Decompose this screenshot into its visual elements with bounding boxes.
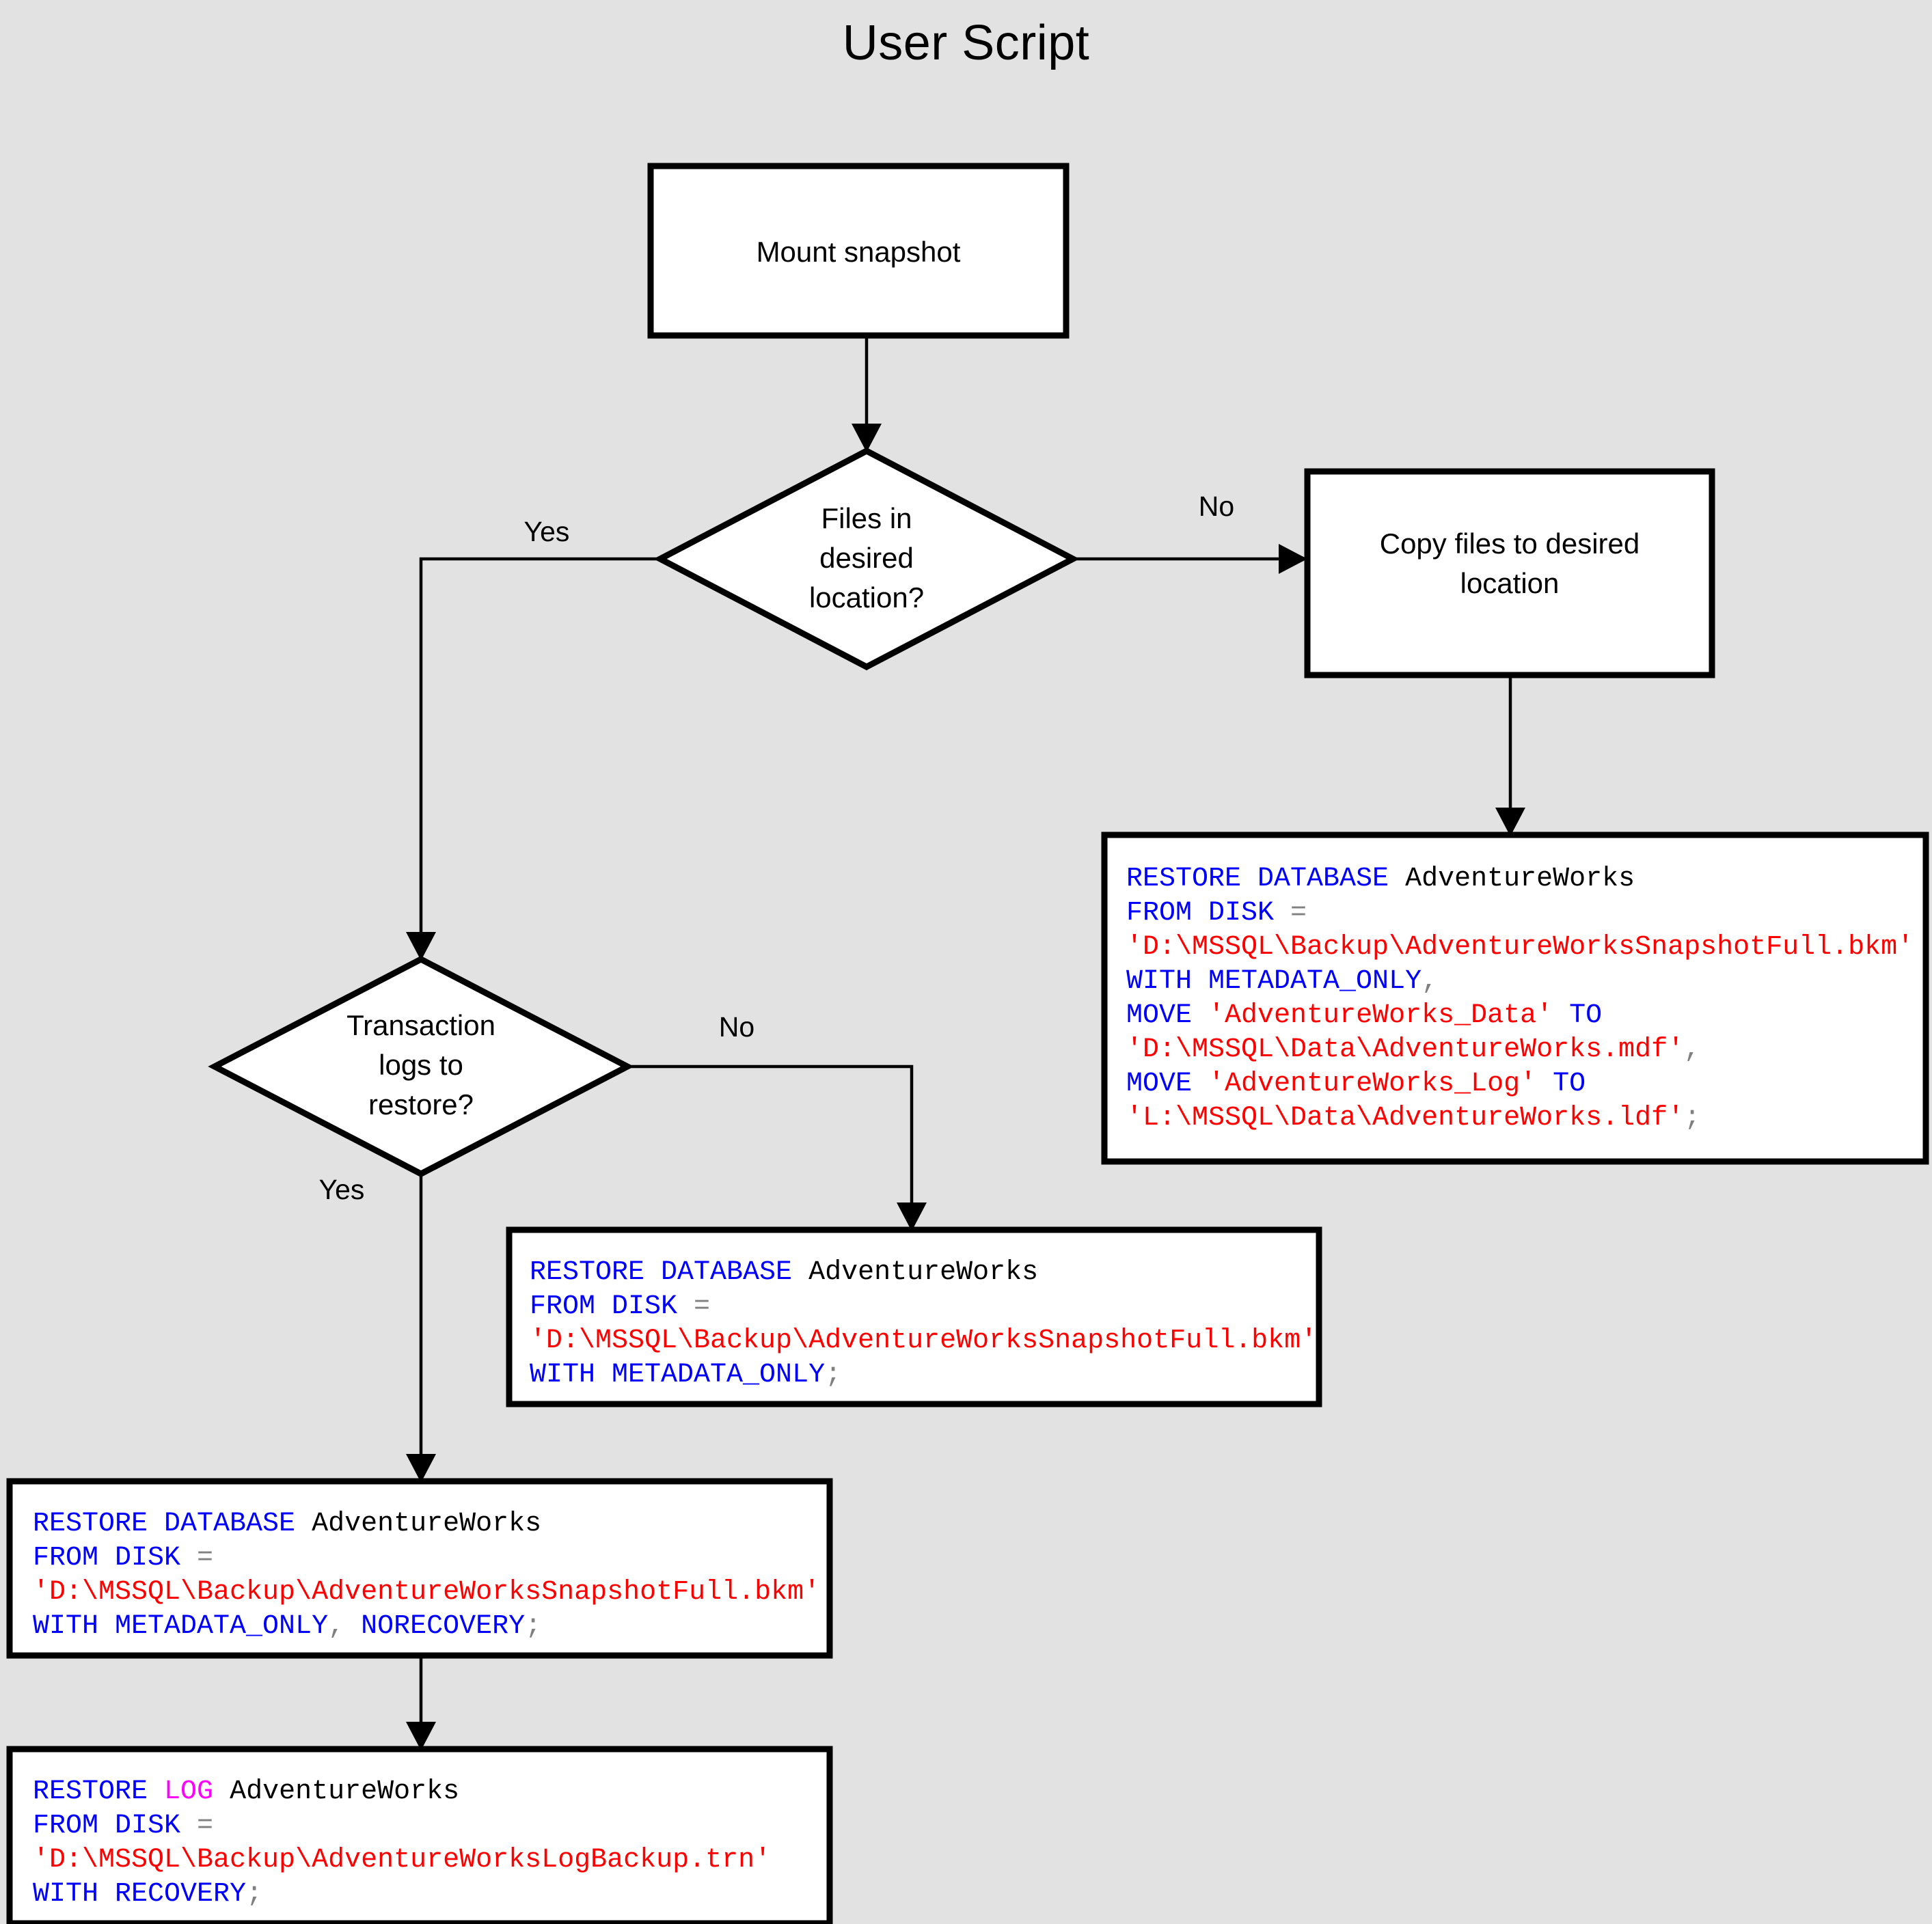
code-token: ; xyxy=(246,1879,263,1910)
code-token: 'AdventureWorks_Data' xyxy=(1208,1000,1553,1031)
edge-logs-no-to-metadata xyxy=(627,1064,914,1213)
code-line: 'L:\MSSQL\Data\AdventureWorks.ldf'; xyxy=(1126,1101,1914,1136)
code-token: 'AdventureWorks_Log' xyxy=(1208,1069,1537,1099)
code-line: 'D:\MSSQL\Backup\AdventureWorksLogBackup… xyxy=(33,1843,771,1878)
copy-files-shape xyxy=(1304,468,1715,678)
restore-metadata-only-shape xyxy=(506,1226,1322,1407)
code-token: 'D:\MSSQL\Backup\AdventureWorksSnapshotF… xyxy=(33,1577,821,1608)
code-line: RESTORE LOG AdventureWorks xyxy=(33,1775,771,1809)
arrowhead-files-yes xyxy=(406,932,436,961)
code-token: 'D:\MSSQL\Backup\AdventureWorksSnapshotF… xyxy=(530,1325,1318,1356)
code-token: ; xyxy=(825,1360,842,1390)
code-token: AdventureWorks xyxy=(230,1776,460,1807)
arrowhead-logs-no xyxy=(897,1202,927,1231)
code-token: FROM DISK xyxy=(33,1811,198,1841)
code-token: RESTORE xyxy=(33,1776,165,1807)
code-line: RESTORE DATABASE AdventureWorks xyxy=(33,1507,820,1541)
code-token: 'L:\MSSQL\Data\AdventureWorks.ldf' xyxy=(1126,1103,1685,1133)
code-token: FROM DISK xyxy=(1126,898,1291,929)
code-line: WITH METADATA_ONLY, NORECOVERY; xyxy=(33,1610,820,1644)
mount-snapshot-shape xyxy=(647,163,1070,339)
code-token: 'D:\MSSQL\Backup\AdventureWorksLogBackup… xyxy=(33,1845,772,1875)
code-line: 'D:\MSSQL\Data\AdventureWorks.mdf', xyxy=(1126,1033,1914,1067)
code-token: AdventureWorks xyxy=(1405,864,1635,894)
code-line: WITH RECOVERY; xyxy=(33,1878,771,1912)
arrowhead-copy-to-restore-move xyxy=(1495,808,1525,836)
code-token: AdventureWorks xyxy=(312,1509,542,1539)
code-line: FROM DISK = xyxy=(530,1290,1317,1324)
code-token: MOVE xyxy=(1126,1000,1209,1031)
code-token: FROM DISK xyxy=(33,1543,198,1573)
code-token: TO xyxy=(1536,1069,1586,1099)
code-token: WITH METADATA_ONLY xyxy=(33,1611,329,1642)
code-token: , xyxy=(328,1611,362,1642)
arrowhead-mount-to-files xyxy=(852,424,882,452)
code-line: WITH METADATA_ONLY, xyxy=(1126,965,1914,999)
code-token: = xyxy=(197,1811,214,1841)
code-token: RESTORE DATABASE xyxy=(1126,864,1406,894)
code-token: NORECOVERY xyxy=(361,1611,526,1642)
arrowhead-norecovery-to-log xyxy=(406,1722,436,1750)
code-line: RESTORE DATABASE AdventureWorks xyxy=(1126,862,1914,896)
code-token: FROM DISK xyxy=(530,1291,694,1322)
files-decision-shape xyxy=(653,447,1080,671)
code-token: , xyxy=(1684,1034,1701,1065)
code-token: TO xyxy=(1553,1000,1603,1031)
code-token: ; xyxy=(1684,1103,1701,1133)
restore-with-move-shape xyxy=(1101,832,1929,1165)
code-token: RESTORE DATABASE xyxy=(33,1509,312,1539)
edge-label-files-no: No xyxy=(1198,491,1235,522)
code-line: 'D:\MSSQL\Backup\AdventureWorksSnapshotF… xyxy=(1126,931,1914,965)
code-token: , xyxy=(1421,966,1439,997)
code-token: LOG xyxy=(164,1776,214,1807)
code-line: FROM DISK = xyxy=(33,1541,820,1576)
code-token: MOVE xyxy=(1126,1069,1209,1099)
page-title: User Script xyxy=(842,16,1090,70)
arrowhead-logs-yes xyxy=(406,1454,436,1483)
edge-label-files-yes: Yes xyxy=(523,516,570,547)
code-token: WITH METADATA_ONLY xyxy=(1126,966,1422,997)
code-token: RESTORE DATABASE xyxy=(530,1257,809,1288)
code-line: RESTORE DATABASE AdventureWorks xyxy=(530,1256,1317,1290)
code-line: MOVE 'AdventureWorks_Log' TO xyxy=(1126,1067,1914,1101)
code-token: ; xyxy=(525,1611,542,1642)
code-token: 'D:\MSSQL\Data\AdventureWorks.mdf' xyxy=(1126,1034,1685,1065)
arrowhead-files-no xyxy=(1279,544,1307,574)
code-line: 'D:\MSSQL\Backup\AdventureWorksSnapshotF… xyxy=(33,1576,820,1610)
edge-label-logs-yes: Yes xyxy=(318,1174,365,1205)
edge-files-yes-to-logs xyxy=(419,557,660,942)
code-token xyxy=(213,1776,230,1807)
mount-snapshot-label: Mount snapshot xyxy=(756,236,961,268)
code-token: 'D:\MSSQL\Backup\AdventureWorksSnapshotF… xyxy=(1126,932,1914,963)
code-line: FROM DISK = xyxy=(1126,896,1914,931)
code-token: AdventureWorks xyxy=(808,1257,1039,1288)
code-line: 'D:\MSSQL\Backup\AdventureWorksSnapshotF… xyxy=(530,1324,1317,1358)
code-line: MOVE 'AdventureWorks_Data' TO xyxy=(1126,999,1914,1033)
code-line: FROM DISK = xyxy=(33,1809,771,1843)
code-token: WITH RECOVERY xyxy=(33,1879,247,1910)
restore-log-shape xyxy=(6,1746,833,1924)
code-line: WITH METADATA_ONLY; xyxy=(530,1358,1317,1392)
code-token: = xyxy=(694,1291,711,1322)
code-token: = xyxy=(1290,898,1307,929)
edge-label-logs-no: No xyxy=(718,1011,755,1043)
code-token: WITH METADATA_ONLY xyxy=(530,1360,826,1390)
code-token: = xyxy=(197,1543,214,1573)
